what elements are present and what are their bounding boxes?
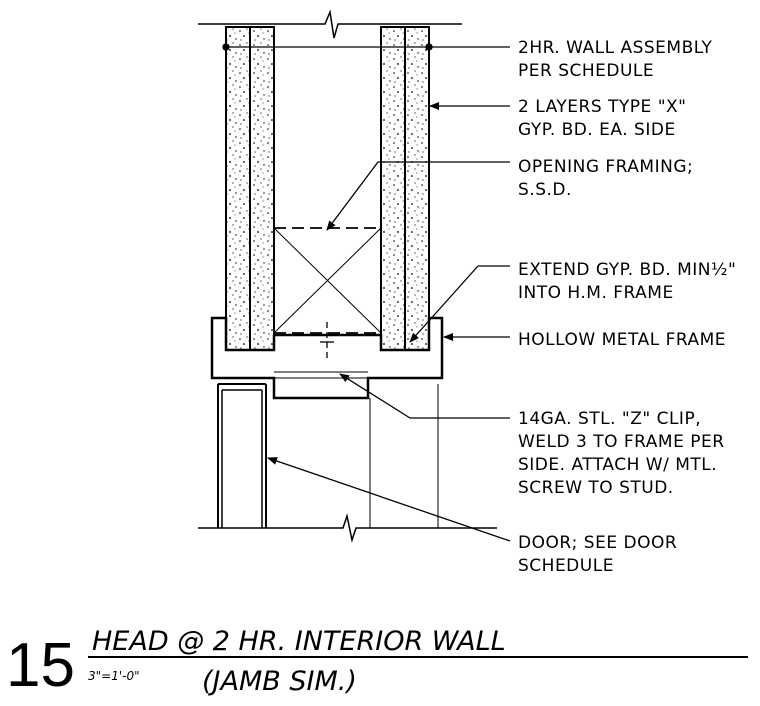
note-door-line-1: DOOR; SEE DOOR (518, 533, 677, 553)
center-mark (320, 322, 334, 360)
top-break-line (198, 9, 462, 39)
detail-scale: 3"=1'-0" (88, 669, 140, 683)
note-z-clip-line-4: SCREW TO STUD. (518, 478, 674, 498)
note-opening-framing-line-2: S.S.D. (518, 180, 572, 200)
title-block: 15 HEAD @ 2 HR. INTERIOR WALL 3"=1'-0" (… (6, 626, 748, 700)
hollow-metal-frame (210, 316, 444, 400)
opening-framing-box (273, 227, 382, 334)
note-gyp-layers-line-1: 2 LAYERS TYPE "X" (518, 97, 686, 117)
left-wall-gypsum (225, 26, 275, 351)
bottom-break-line (198, 513, 497, 543)
note-z-clip-line-1: 14GA. STL. "Z" CLIP, (518, 409, 701, 429)
note-extend-gyp-line-1: EXTEND GYP. BD. MIN½" (518, 260, 736, 280)
note-hollow-metal-frame: HOLLOW METAL FRAME (518, 330, 726, 350)
jamb-frame (217, 383, 439, 528)
note-gyp-layers-line-2: GYP. BD. EA. SIDE (518, 120, 676, 140)
detail-number: 15 (6, 631, 75, 700)
note-z-clip-line-3: SIDE. ATTACH W/ MTL. (518, 455, 717, 475)
leaders (222, 43, 511, 542)
detail-subtitle: (JAMB SIM.) (202, 666, 357, 697)
note-extend-gyp-line-2: INTO H.M. FRAME (518, 283, 674, 303)
right-wall-gypsum (380, 26, 430, 351)
note-opening-framing-line-1: OPENING FRAMING; (518, 157, 693, 177)
note-wall-assembly-line-1: 2HR. WALL ASSEMBLY (518, 38, 712, 58)
notes: 2HR. WALL ASSEMBLY PER SCHEDULE 2 LAYERS… (518, 38, 736, 576)
note-wall-assembly-line-2: PER SCHEDULE (518, 61, 654, 81)
note-door-line-2: SCHEDULE (518, 556, 614, 576)
detail-title: HEAD @ 2 HR. INTERIOR WALL (92, 626, 506, 657)
note-z-clip-line-2: WELD 3 TO FRAME PER (518, 432, 725, 452)
